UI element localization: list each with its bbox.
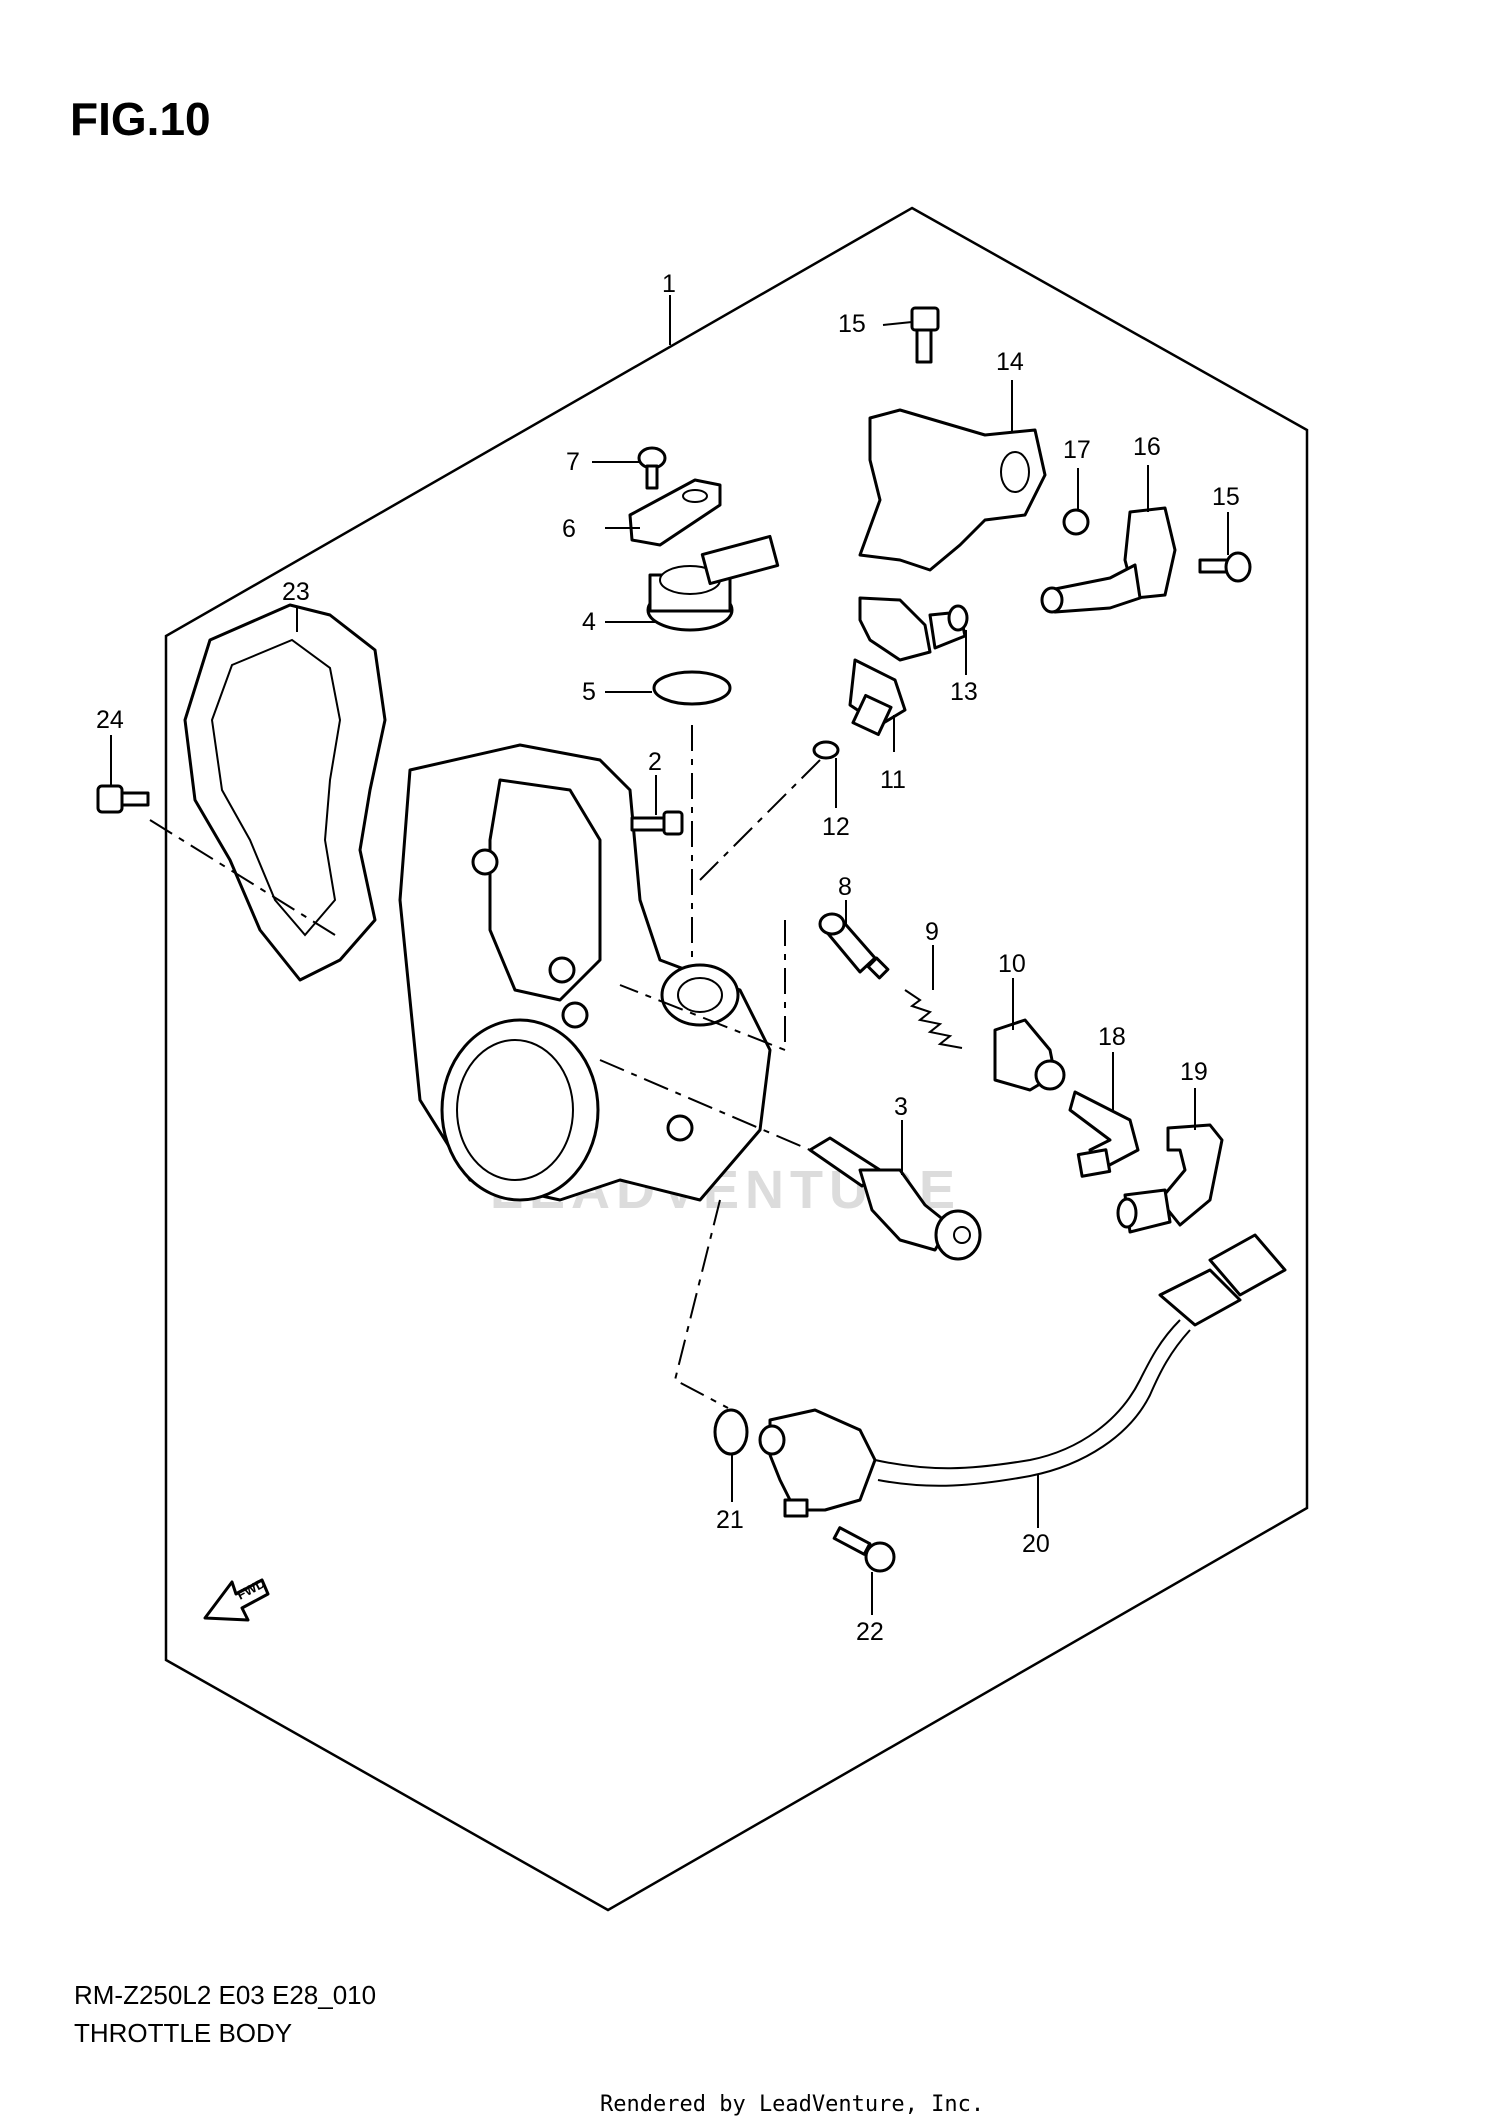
callout-23: 23 bbox=[282, 578, 310, 606]
part-15-bolt-right[interactable] bbox=[1198, 551, 1252, 583]
section-title: THROTTLE BODY bbox=[74, 2018, 293, 2048]
model-code: RM-Z250L2 E03 E28_010 bbox=[74, 1980, 377, 2010]
part-5-o-ring[interactable] bbox=[652, 670, 732, 706]
callout-19: 19 bbox=[1180, 1058, 1208, 1086]
part-8-plunger[interactable] bbox=[818, 912, 890, 980]
callout-8: 8 bbox=[838, 873, 852, 901]
part-10-nut[interactable] bbox=[993, 1018, 1066, 1092]
callout-5: 5 bbox=[582, 678, 596, 706]
part-12-o-ring[interactable] bbox=[812, 740, 840, 760]
part-1-throttle-body[interactable] bbox=[398, 743, 772, 1202]
assembly-line-8 bbox=[619, 920, 786, 1052]
assembly-line-12 bbox=[699, 759, 821, 881]
callout-1: 1 bbox=[662, 270, 676, 298]
callout-18: 18 bbox=[1098, 1023, 1126, 1051]
callout-4: 4 bbox=[582, 608, 596, 636]
part-24-bolt[interactable] bbox=[96, 784, 150, 814]
forward-arrow-icon: FWD bbox=[203, 1576, 270, 1622]
part-13-o-ring[interactable] bbox=[947, 604, 969, 632]
part-19-elbow[interactable] bbox=[1116, 1123, 1224, 1234]
render-credit: Rendered by LeadVenture, Inc. bbox=[600, 2092, 985, 2117]
callout-3: 3 bbox=[894, 1093, 908, 1121]
callout-12: 12 bbox=[822, 813, 850, 841]
callout-15-right: 15 bbox=[1212, 483, 1240, 511]
callout-14: 14 bbox=[996, 348, 1024, 376]
part-3-adjust-screw[interactable] bbox=[808, 1136, 982, 1261]
callout-21: 21 bbox=[716, 1506, 744, 1534]
part-14-bracket[interactable] bbox=[858, 408, 1047, 572]
part-17-o-ring[interactable] bbox=[1062, 508, 1090, 536]
part-18-hose[interactable] bbox=[1068, 1090, 1140, 1178]
assembly-line-21 bbox=[673, 1199, 729, 1409]
part-22-bolt[interactable] bbox=[832, 1526, 896, 1573]
callout-7: 7 bbox=[566, 448, 580, 476]
part-21-o-ring[interactable] bbox=[713, 1408, 749, 1456]
figure-label: FIG.10 bbox=[70, 93, 211, 145]
callout-16: 16 bbox=[1133, 433, 1161, 461]
assembly-frame bbox=[164, 206, 1309, 1912]
part-7-screw[interactable] bbox=[637, 446, 667, 490]
part-6-plate[interactable] bbox=[628, 478, 722, 547]
callout-10: 10 bbox=[998, 950, 1026, 978]
part-16-joint[interactable] bbox=[1040, 506, 1177, 614]
callout-6: 6 bbox=[562, 515, 576, 543]
part-9-spring[interactable] bbox=[904, 989, 963, 1049]
callout-13: 13 bbox=[950, 678, 978, 706]
callout-11: 11 bbox=[880, 766, 906, 794]
callout-labels: 1 2 3 4 5 6 7 8 9 10 11 12 13 14 15 15 1… bbox=[96, 270, 1240, 1646]
part-2-bolt[interactable] bbox=[630, 810, 684, 836]
callout-9: 9 bbox=[925, 918, 939, 946]
part-15-bolt-top[interactable] bbox=[910, 306, 940, 364]
callout-17: 17 bbox=[1063, 436, 1091, 464]
assembly-line-3 bbox=[599, 1059, 811, 1151]
part-20-sensor-harness[interactable] bbox=[758, 1233, 1287, 1518]
callout-20: 20 bbox=[1022, 1530, 1050, 1558]
leader-lines bbox=[110, 295, 1229, 1615]
callout-24: 24 bbox=[96, 706, 124, 734]
part-23-cover-gasket[interactable] bbox=[183, 603, 387, 982]
part-11-injector[interactable] bbox=[848, 596, 967, 737]
assembly-line-24 bbox=[149, 819, 336, 936]
callout-15-top: 15 bbox=[838, 310, 866, 338]
callout-2: 2 bbox=[648, 748, 662, 776]
callout-22: 22 bbox=[856, 1618, 884, 1646]
part-4-sensor[interactable] bbox=[646, 534, 780, 632]
